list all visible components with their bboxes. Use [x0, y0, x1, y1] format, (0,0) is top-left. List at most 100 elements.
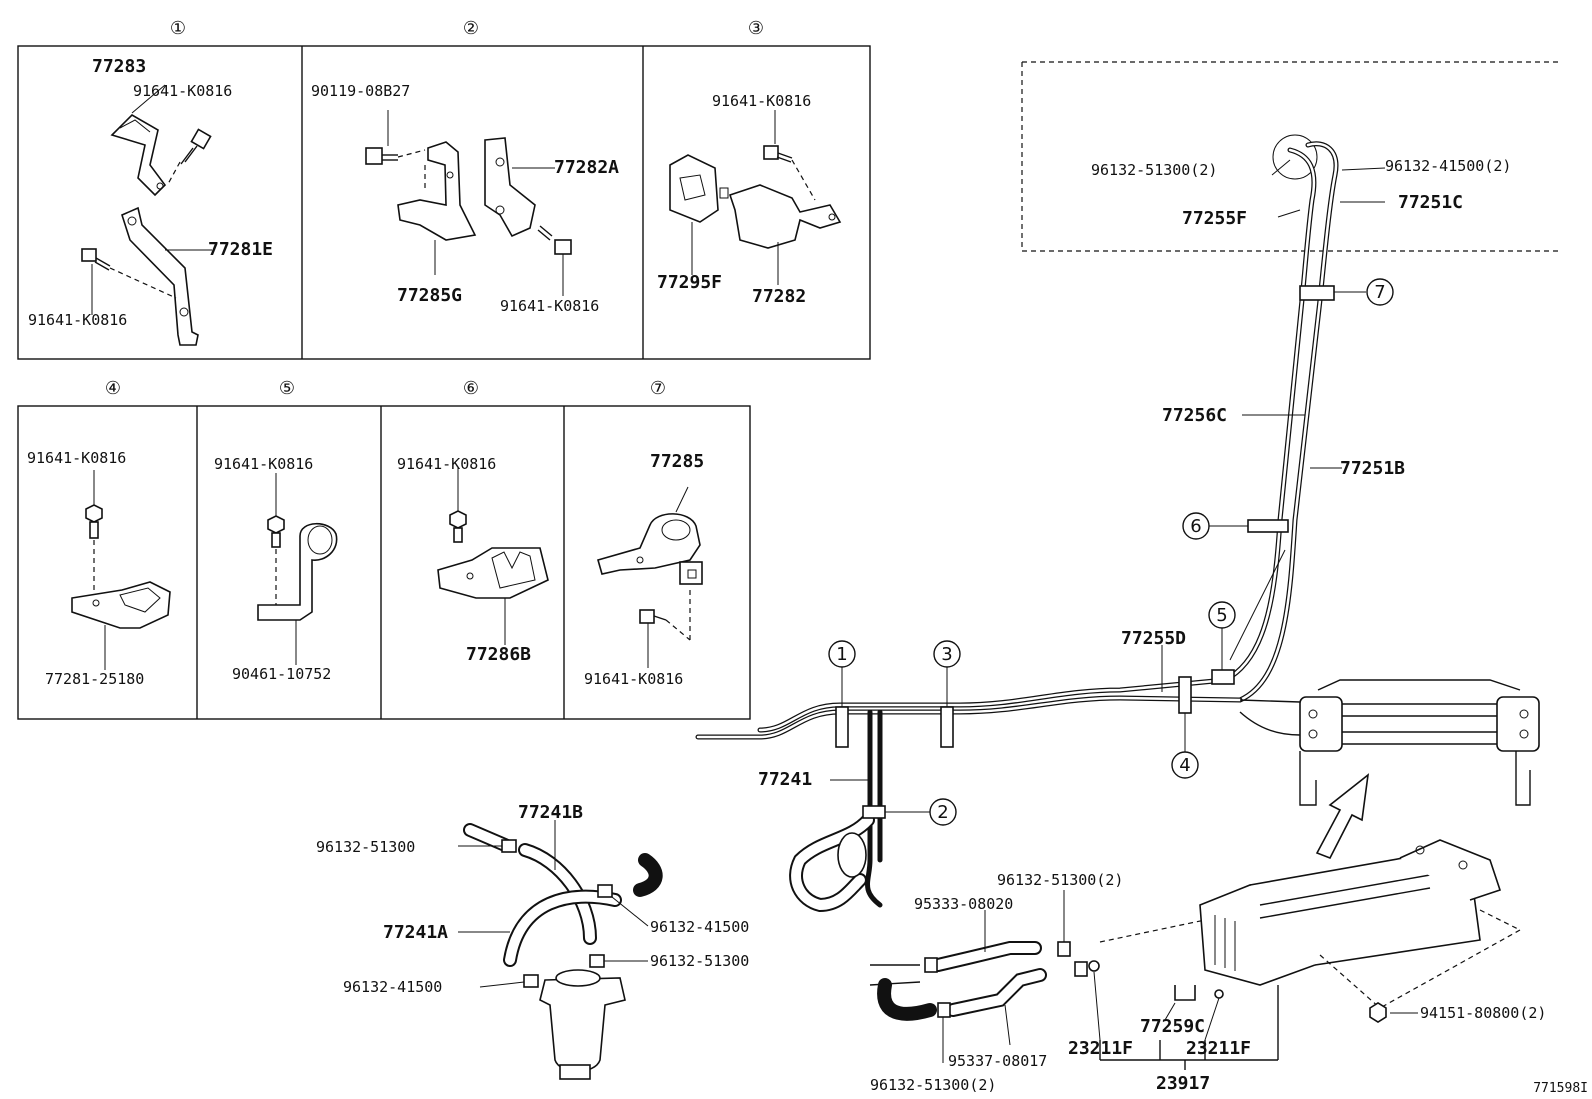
diagram-id: 771598I [1533, 1081, 1588, 1096]
label-77259C: 77259C [1140, 1016, 1205, 1037]
bolt-icon [763, 145, 793, 163]
label-77286B: 77286B [466, 644, 531, 665]
oil-cooler-lower [1199, 839, 1521, 1009]
clamp-77295F [669, 154, 719, 223]
numbered-markers: 7 6 5 4 3 1 2 [828, 278, 1394, 826]
label-77255D: 77255D [1121, 628, 1186, 649]
label-96132-51300: 96132-51300 [650, 952, 749, 970]
bracket-77281E [121, 206, 199, 346]
label-96132-41500: 96132-41500 [343, 978, 442, 996]
label-77281E: 77281E [208, 239, 273, 260]
label-77256C: 77256C [1162, 405, 1227, 426]
leader-lines [830, 159, 1386, 781]
panel-3-callout: ③ [748, 18, 764, 39]
label-23211F: 23211F [1186, 1038, 1251, 1059]
bolt-icon [449, 510, 467, 543]
bolt-icon [81, 248, 111, 271]
panel-3: 91641-K0816 77295F 77282 [657, 92, 842, 307]
horizontal-pipes [695, 677, 1301, 908]
label-77241: 77241 [758, 769, 812, 790]
label-23211F: 23211F [1068, 1038, 1133, 1059]
label-77295F: 77295F [657, 272, 722, 293]
label-23917: 23917 [1156, 1073, 1210, 1094]
label-96132-51300-2: 96132-51300(2) [1091, 161, 1217, 179]
label-96132-51300: 96132-51300 [316, 838, 415, 856]
label-91641-K0816: 91641-K0816 [28, 311, 127, 329]
vertical-pipes [1222, 141, 1339, 703]
main-labels: 96132-51300(2) 96132-41500(2) 77255F 772… [316, 157, 1546, 1094]
panel-grid-bottom [17, 405, 751, 720]
fuel-filter-assembly [458, 820, 663, 1080]
clamp-77283 [110, 114, 167, 197]
fittings [1088, 919, 1279, 1070]
clamp-marker-1 [835, 706, 849, 748]
marker-3: 3 [941, 644, 952, 665]
clamp-marker-3 [940, 706, 954, 748]
label-91641-K0816: 91641-K0816 [133, 82, 232, 100]
bolt-icon [180, 128, 212, 165]
bolt-icon [639, 609, 667, 624]
label-96132-51300-2: 96132-51300(2) [870, 1076, 996, 1094]
label-91641-K0816: 91641-K0816 [27, 449, 126, 467]
label-77285G: 77285G [397, 285, 462, 306]
marker-5: 5 [1216, 605, 1227, 626]
detail-box [1021, 61, 1562, 252]
label-77283: 77283 [92, 56, 146, 77]
clamp-marker-6 [1247, 519, 1289, 533]
label-90119-08B27: 90119-08B27 [311, 82, 410, 100]
label-77241B: 77241B [518, 802, 583, 823]
bolt-icon [267, 515, 285, 548]
label-95337-08017: 95337-08017 [948, 1052, 1047, 1070]
bracket-77282A [484, 137, 536, 238]
label-77281-25180: 77281-25180 [45, 670, 144, 688]
pipe-clamps [835, 285, 1335, 819]
panel-2: 90119-08B27 77282A 77285G 91641-K0816 [311, 82, 619, 315]
bracket-77285G [397, 141, 477, 241]
panel-1-callout: ① [170, 18, 186, 39]
label-77251C: 77251C [1398, 192, 1463, 213]
label-77282A: 77282A [554, 157, 619, 178]
label-91641-K0816: 91641-K0816 [500, 297, 599, 315]
hose-loop [789, 813, 875, 913]
label-90461-10752: 90461-10752 [232, 665, 331, 683]
label-91641-K0816: 91641-K0816 [397, 455, 496, 473]
arrow-icon [1315, 773, 1370, 860]
clamp-90461-10752 [257, 522, 338, 621]
panel-7-callout: ⑦ [650, 378, 666, 399]
panel-1: 77283 91641-K0816 77281E 91641-K0816 [28, 56, 273, 346]
label-77251B: 77251B [1340, 458, 1405, 479]
label-95333-08020: 95333-08020 [914, 895, 1013, 913]
marker-1: 1 [836, 644, 847, 665]
panel-6-callout: ⑥ [463, 378, 479, 399]
label-96132-41500: 96132-41500 [650, 918, 749, 936]
label-77282: 77282 [752, 286, 806, 307]
label-94151-80800-2: 94151-80800(2) [1420, 1004, 1546, 1022]
bracket-77282 [728, 184, 842, 249]
panel-4-callout: ④ [105, 378, 121, 399]
panel-7: 77285 91641-K0816 [584, 451, 704, 688]
lower-hoses [869, 890, 1088, 1063]
marker-6: 6 [1190, 516, 1201, 537]
bolt-icon [365, 147, 398, 165]
label-91641-K0816: 91641-K0816 [584, 670, 683, 688]
panel-2-callout: ② [463, 18, 479, 39]
label-77255F: 77255F [1182, 208, 1247, 229]
panel-5-callout: ⑤ [279, 378, 295, 399]
bolt-icon [85, 504, 103, 539]
label-96132-41500-2: 96132-41500(2) [1385, 157, 1511, 175]
clamp-77286B [437, 547, 549, 599]
panel-5: 91641-K0816 90461-10752 [214, 455, 338, 683]
clamp-marker-4 [1178, 676, 1192, 714]
label-77285: 77285 [650, 451, 704, 472]
marker-2: 2 [937, 802, 948, 823]
marker-7: 7 [1374, 282, 1385, 303]
clamp-77285 [597, 513, 701, 575]
clamp-marker-2 [862, 805, 886, 819]
panel-6: 91641-K0816 77286B [397, 455, 549, 665]
oil-cooler-upper [1299, 679, 1540, 806]
marker-4: 4 [1179, 755, 1190, 776]
clamp-marker-7 [1299, 285, 1335, 301]
bolt-icon [1369, 1002, 1418, 1023]
label-96132-51300-2: 96132-51300(2) [997, 871, 1123, 889]
